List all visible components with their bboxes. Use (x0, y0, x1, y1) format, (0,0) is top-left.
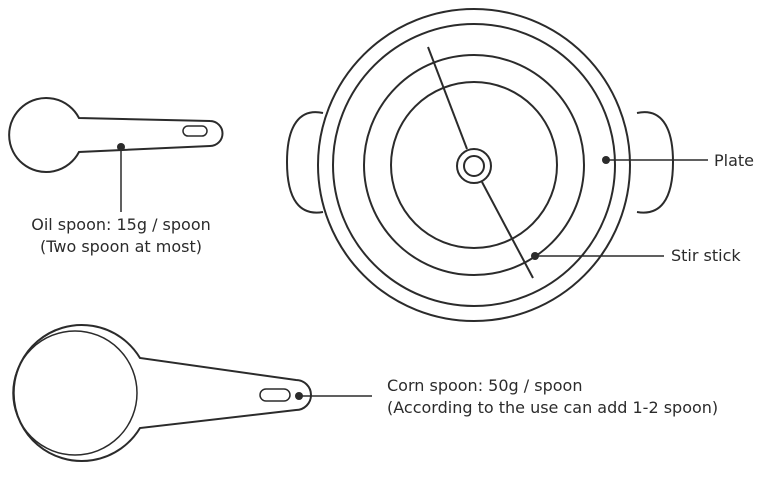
stir-stick-label: Stir stick (671, 246, 741, 265)
oil-spoon-illustration (8, 97, 224, 173)
corn-spoon-leader (295, 392, 372, 400)
corn-spoon-label-line1: Corn spoon: 50g / spoon (387, 376, 583, 395)
oil-spoon-leader (117, 143, 125, 212)
oil-spoon-label-line1: Oil spoon: 15g / spoon (31, 215, 211, 234)
stir-stick-illustration (427, 46, 534, 279)
oil-spoon-label-line2: (Two spoon at most) (39, 237, 202, 256)
corn-spoon-illustration (12, 324, 312, 462)
plate-label: Plate (714, 151, 755, 170)
stir-stick-leader (531, 252, 664, 260)
plate-illustration (285, 8, 675, 322)
corn-spoon-label-line2: (According to the use can add 1-2 spoon) (387, 398, 719, 417)
plate-leader (602, 156, 708, 164)
